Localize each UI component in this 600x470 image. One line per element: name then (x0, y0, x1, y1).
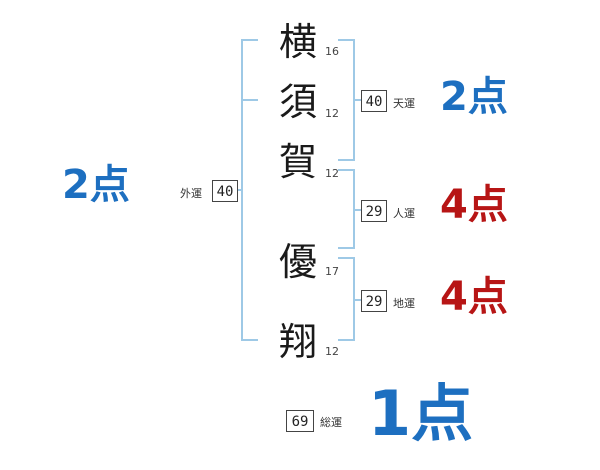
souun-score: 1点 (368, 377, 474, 450)
stroke-count-4: 17 (325, 265, 339, 278)
jinun-label: 人運 (393, 207, 415, 220)
jinun-bracket (338, 169, 362, 249)
stroke-count-5: 12 (325, 345, 339, 358)
stroke-count-2: 12 (325, 107, 339, 120)
gaiun-value-box: 40 (212, 180, 238, 202)
chiun-label: 地運 (393, 297, 415, 310)
souun-label: 総運 (320, 416, 342, 429)
chiun-value-box: 29 (361, 290, 387, 312)
tenun-score: 2点 (440, 74, 508, 120)
name-char-1: 横 (278, 20, 317, 64)
souun-value-box: 69 (286, 410, 314, 432)
stroke-count-3: 12 (325, 167, 339, 180)
name-char-2: 須 (278, 80, 317, 124)
gaiun-score: 2点 (62, 162, 130, 208)
chiun-score: 4点 (440, 274, 508, 320)
chiun-bracket (338, 257, 362, 341)
tenun-value-box: 40 (361, 90, 387, 112)
tenun-label: 天運 (393, 97, 415, 110)
name-char-4: 優 (278, 240, 317, 284)
name-char-5: 翔 (278, 320, 317, 364)
name-char-3: 賀 (278, 140, 317, 184)
jinun-value-box: 29 (361, 200, 387, 222)
tenun-bracket (338, 39, 362, 161)
jinun-score: 4点 (440, 182, 508, 228)
gaiun-label: 外運 (180, 187, 202, 200)
stroke-count-1: 16 (325, 45, 339, 58)
